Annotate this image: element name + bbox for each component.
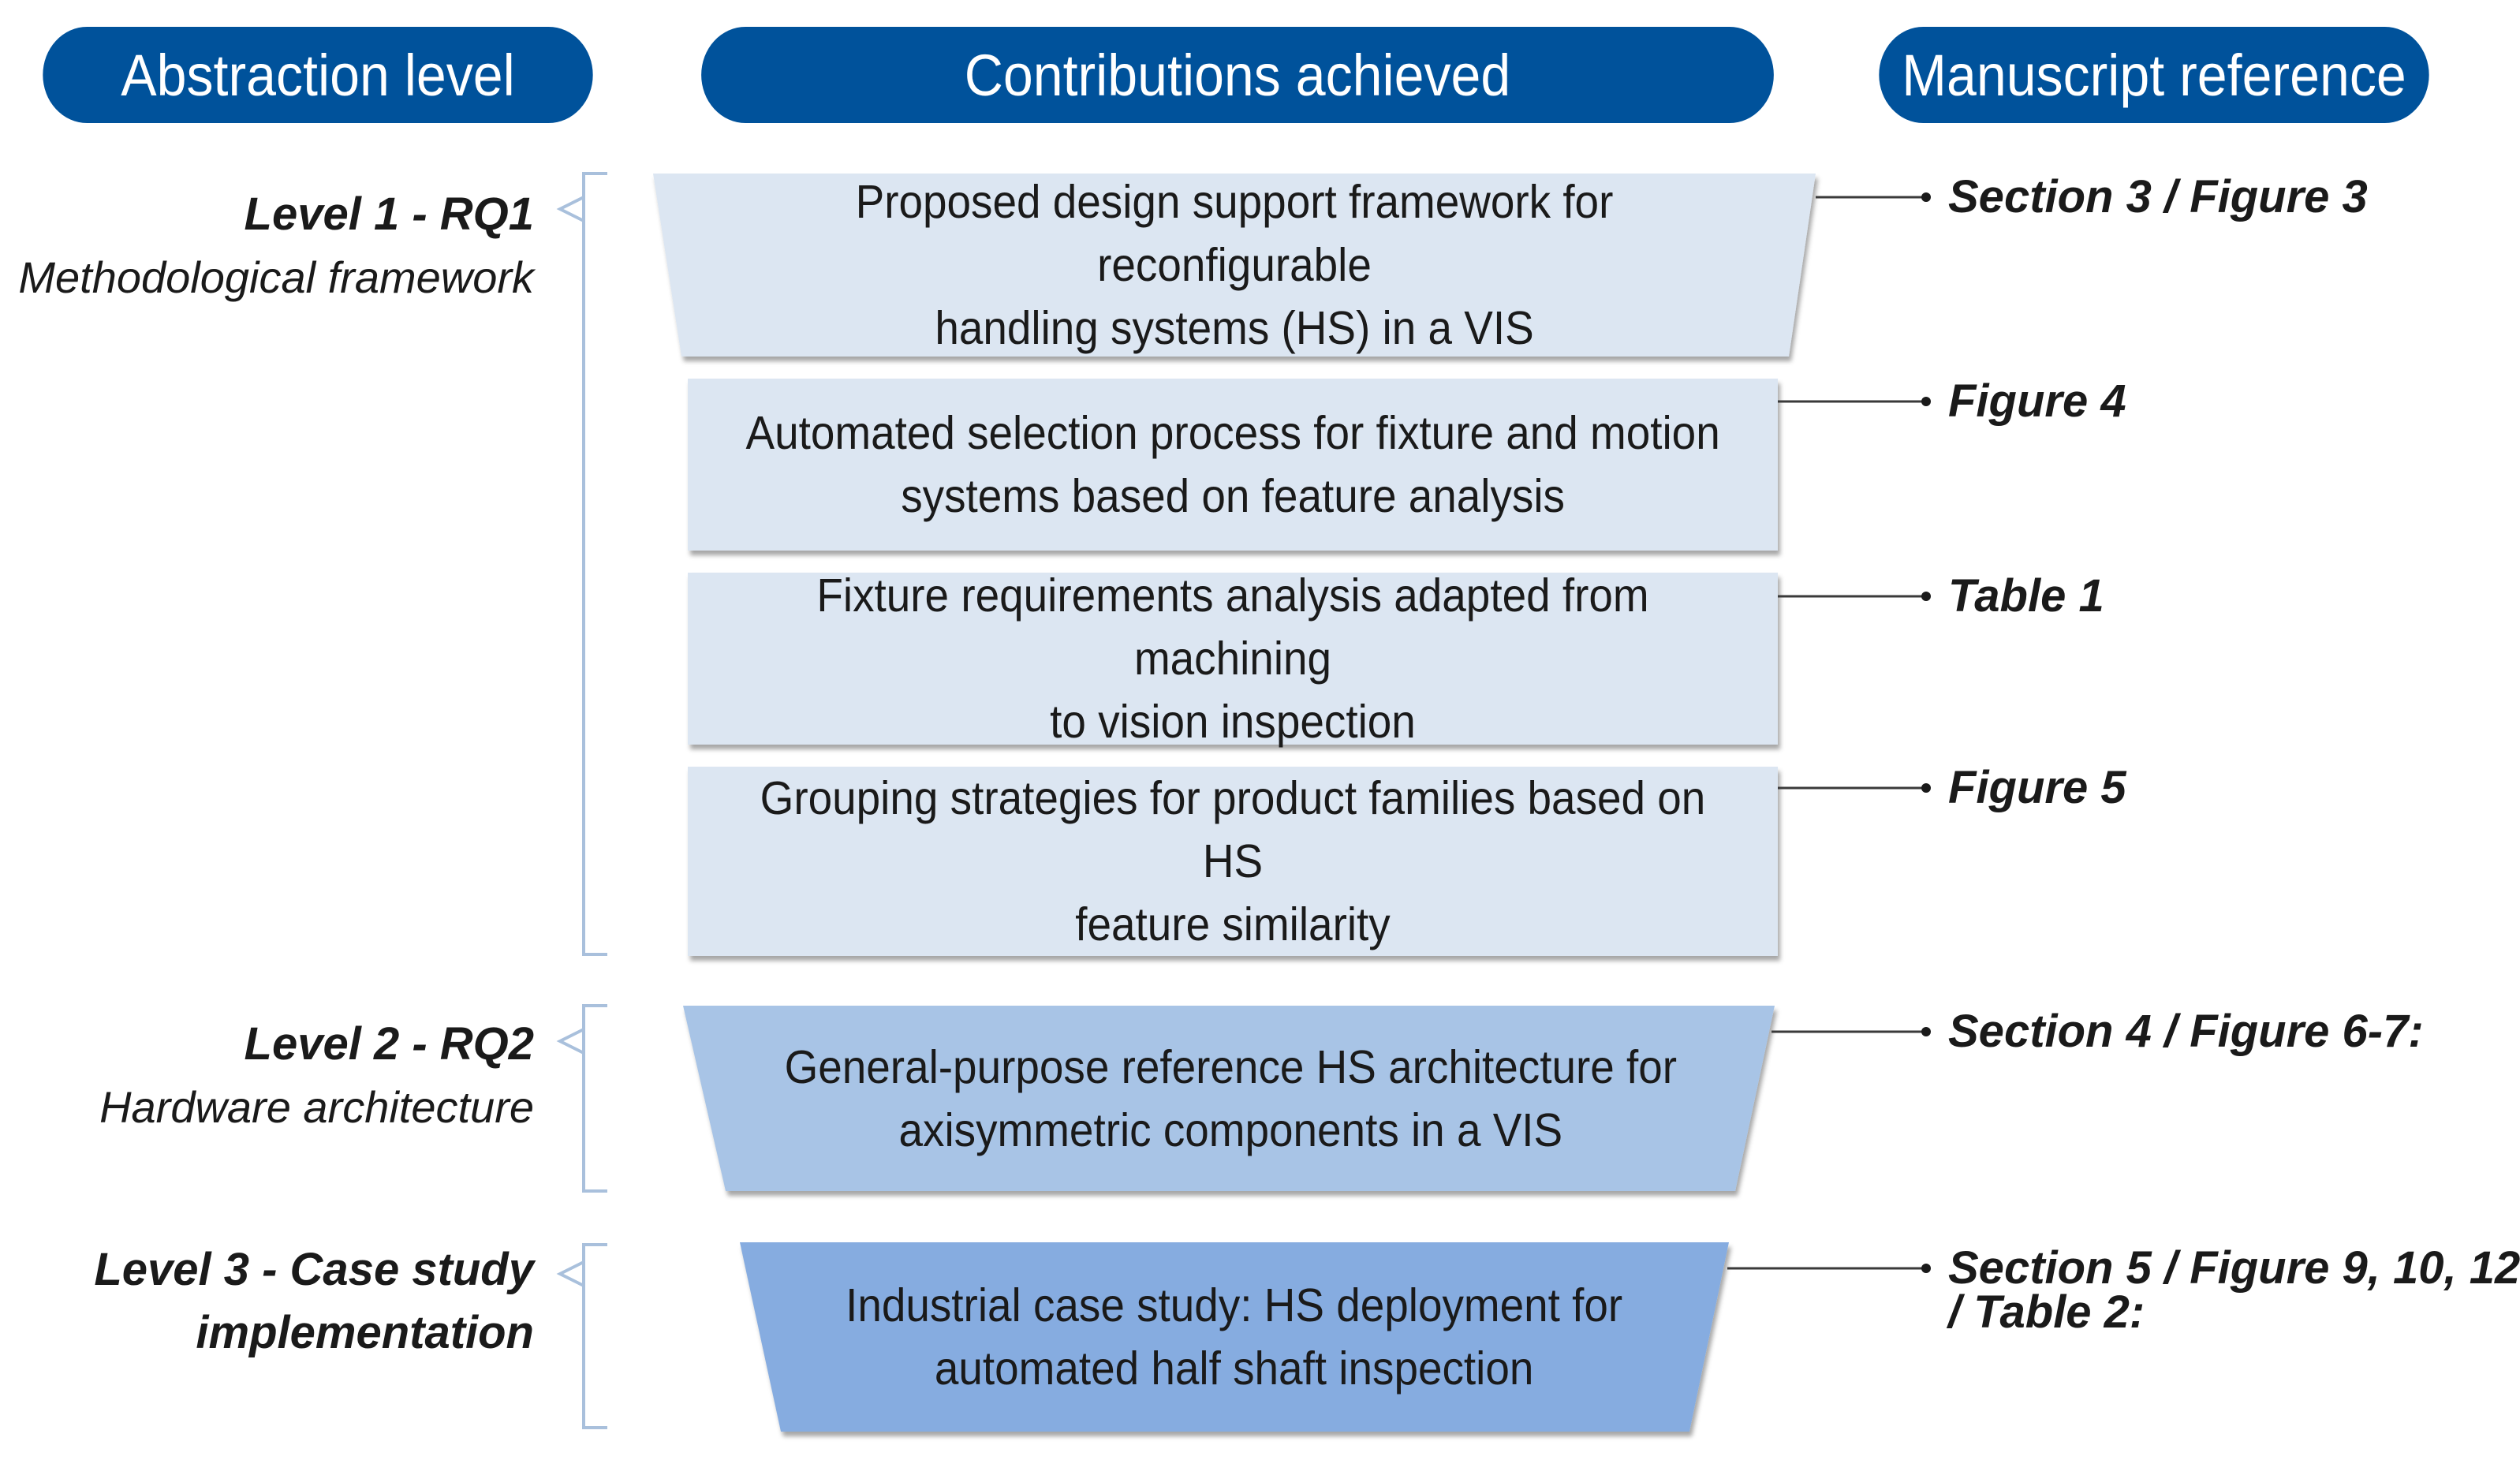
contribution-text-3: Fixture requirements analysis adapted fr… bbox=[688, 569, 1778, 748]
reference-3: Table 1 bbox=[1948, 570, 2104, 622]
contribution-box-5 bbox=[683, 1006, 1775, 1191]
connector-dot-1 bbox=[1921, 192, 1931, 202]
level2-bracket bbox=[556, 1004, 607, 1193]
connector-dot-3 bbox=[1921, 592, 1931, 601]
connector-dot-4 bbox=[1921, 783, 1931, 793]
contribution-2-line2: systems based on feature analysis bbox=[901, 470, 1565, 522]
contribution-text-1: Proposed design support framework for re… bbox=[685, 174, 1784, 357]
level-1-subtitle: Methodological framework bbox=[18, 252, 534, 302]
contribution-box-3 bbox=[688, 573, 1778, 745]
reference-4: Figure 5 bbox=[1948, 762, 2126, 813]
level-2-title: Level 2 - RQ2 bbox=[244, 1018, 534, 1070]
reference-6-line1: Section 5 / Figure 9, 10, 12 bbox=[1948, 1242, 2520, 1294]
contribution-3-line1: Fixture requirements analysis adapted fr… bbox=[816, 569, 1649, 685]
reference-6-line2: / Table 2: bbox=[1948, 1286, 2145, 1338]
contribution-5-line1: General-purpose reference HS architectur… bbox=[784, 1040, 1677, 1093]
reference-1: Section 3 / Figure 3 bbox=[1948, 171, 2368, 222]
level-2-subtitle: Hardware architecture bbox=[99, 1082, 534, 1132]
connector-dot-5 bbox=[1921, 1027, 1931, 1036]
reference-6: Section 5 / Figure 9, 10, 12 / Table 2: bbox=[1948, 1242, 2520, 1338]
reference-5: Section 4 / Figure 6-7: bbox=[1948, 1006, 2424, 1057]
contribution-3-line2: to vision inspection bbox=[1050, 696, 1416, 748]
level-2-label: Level 2 - RQ2 Hardware architecture bbox=[99, 1013, 534, 1139]
level-3-title-line1: Level 3 - Case study bbox=[94, 1244, 534, 1295]
contribution-box-1 bbox=[653, 174, 1816, 357]
level-3-label: Level 3 - Case study implementation bbox=[94, 1238, 534, 1365]
contribution-text-5: General-purpose reference HS architectur… bbox=[710, 1006, 1751, 1191]
level-1-label: Level 1 - RQ1 Methodological framework bbox=[18, 183, 534, 309]
level-3-title-line2: implementation bbox=[196, 1307, 534, 1358]
level-1-title: Level 1 - RQ1 bbox=[244, 189, 534, 240]
contribution-6-line2: automated half shaft inspection bbox=[935, 1342, 1534, 1395]
level1-bracket bbox=[556, 172, 607, 956]
connector-dot-6 bbox=[1921, 1264, 1931, 1273]
connector-dot-2 bbox=[1921, 397, 1931, 406]
level3-bracket bbox=[556, 1243, 607, 1429]
contribution-text-6: Industrial case study: HS deployment for… bbox=[765, 1242, 1704, 1432]
contribution-2-line1: Automated selection process for fixture … bbox=[745, 407, 1720, 459]
contribution-5-line2: axisymmetric components in a VIS bbox=[898, 1103, 1562, 1156]
contribution-text-4: Grouping strategies for product families… bbox=[688, 767, 1778, 956]
contribution-text-2: Automated selection process for fixture … bbox=[688, 379, 1778, 551]
header-abstraction-level: Abstraction level bbox=[43, 27, 593, 123]
contribution-box-4 bbox=[688, 767, 1778, 956]
contribution-box-2 bbox=[688, 379, 1778, 551]
reference-2: Figure 4 bbox=[1948, 375, 2126, 427]
header-manuscript-reference: Manuscript reference bbox=[1879, 27, 2429, 123]
contribution-box-6 bbox=[740, 1242, 1729, 1432]
contribution-4-line1: Grouping strategies for product families… bbox=[760, 772, 1706, 887]
contribution-6-line1: Industrial case study: HS deployment for bbox=[846, 1279, 1623, 1331]
contribution-1-line2: handling systems (HS) in a VIS bbox=[935, 302, 1534, 354]
contribution-4-line2: feature similarity bbox=[1075, 898, 1391, 950]
header-contributions-achieved: Contributions achieved bbox=[701, 27, 1774, 123]
contribution-1-line1: Proposed design support framework for re… bbox=[855, 176, 1614, 291]
